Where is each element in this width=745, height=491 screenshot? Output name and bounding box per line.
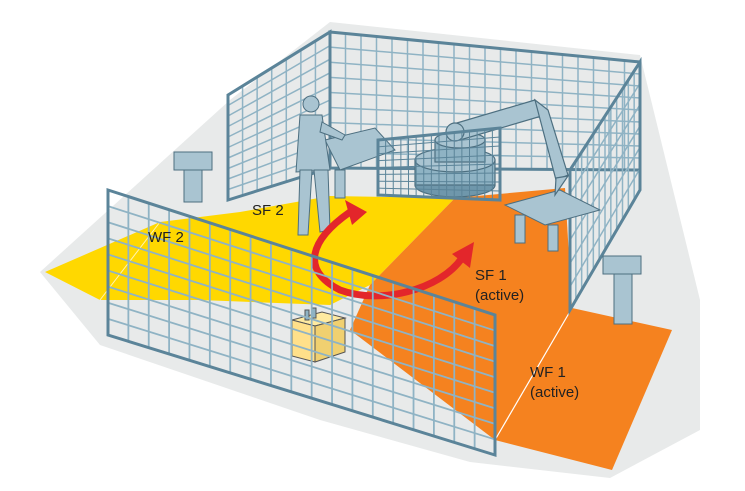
control-pedestal-right [602, 255, 642, 325]
label-sf2: SF 2 [252, 202, 284, 219]
workbench-right [503, 189, 602, 252]
control-pedestal-left [173, 151, 213, 203]
transfer-arrow [311, 208, 466, 300]
label-wf1: WF 1 [530, 364, 566, 381]
label-sf1-status: (active) [475, 287, 524, 304]
arrow-head-upper [345, 200, 367, 225]
robot-guard-front [376, 126, 502, 202]
robot-guard-mesh [376, 126, 502, 202]
fence-right [568, 56, 642, 316]
label-wf2: WF 2 [148, 229, 184, 246]
safety-field-1 [350, 188, 572, 440]
label-wf1-status: (active) [530, 384, 579, 401]
arrow-head-lower [452, 242, 474, 268]
warning-field-1 [495, 308, 672, 470]
operator-figure [295, 95, 346, 236]
zone-divider [494, 307, 573, 441]
label-sf1: SF 1 [475, 267, 507, 284]
fence-front [106, 187, 497, 458]
